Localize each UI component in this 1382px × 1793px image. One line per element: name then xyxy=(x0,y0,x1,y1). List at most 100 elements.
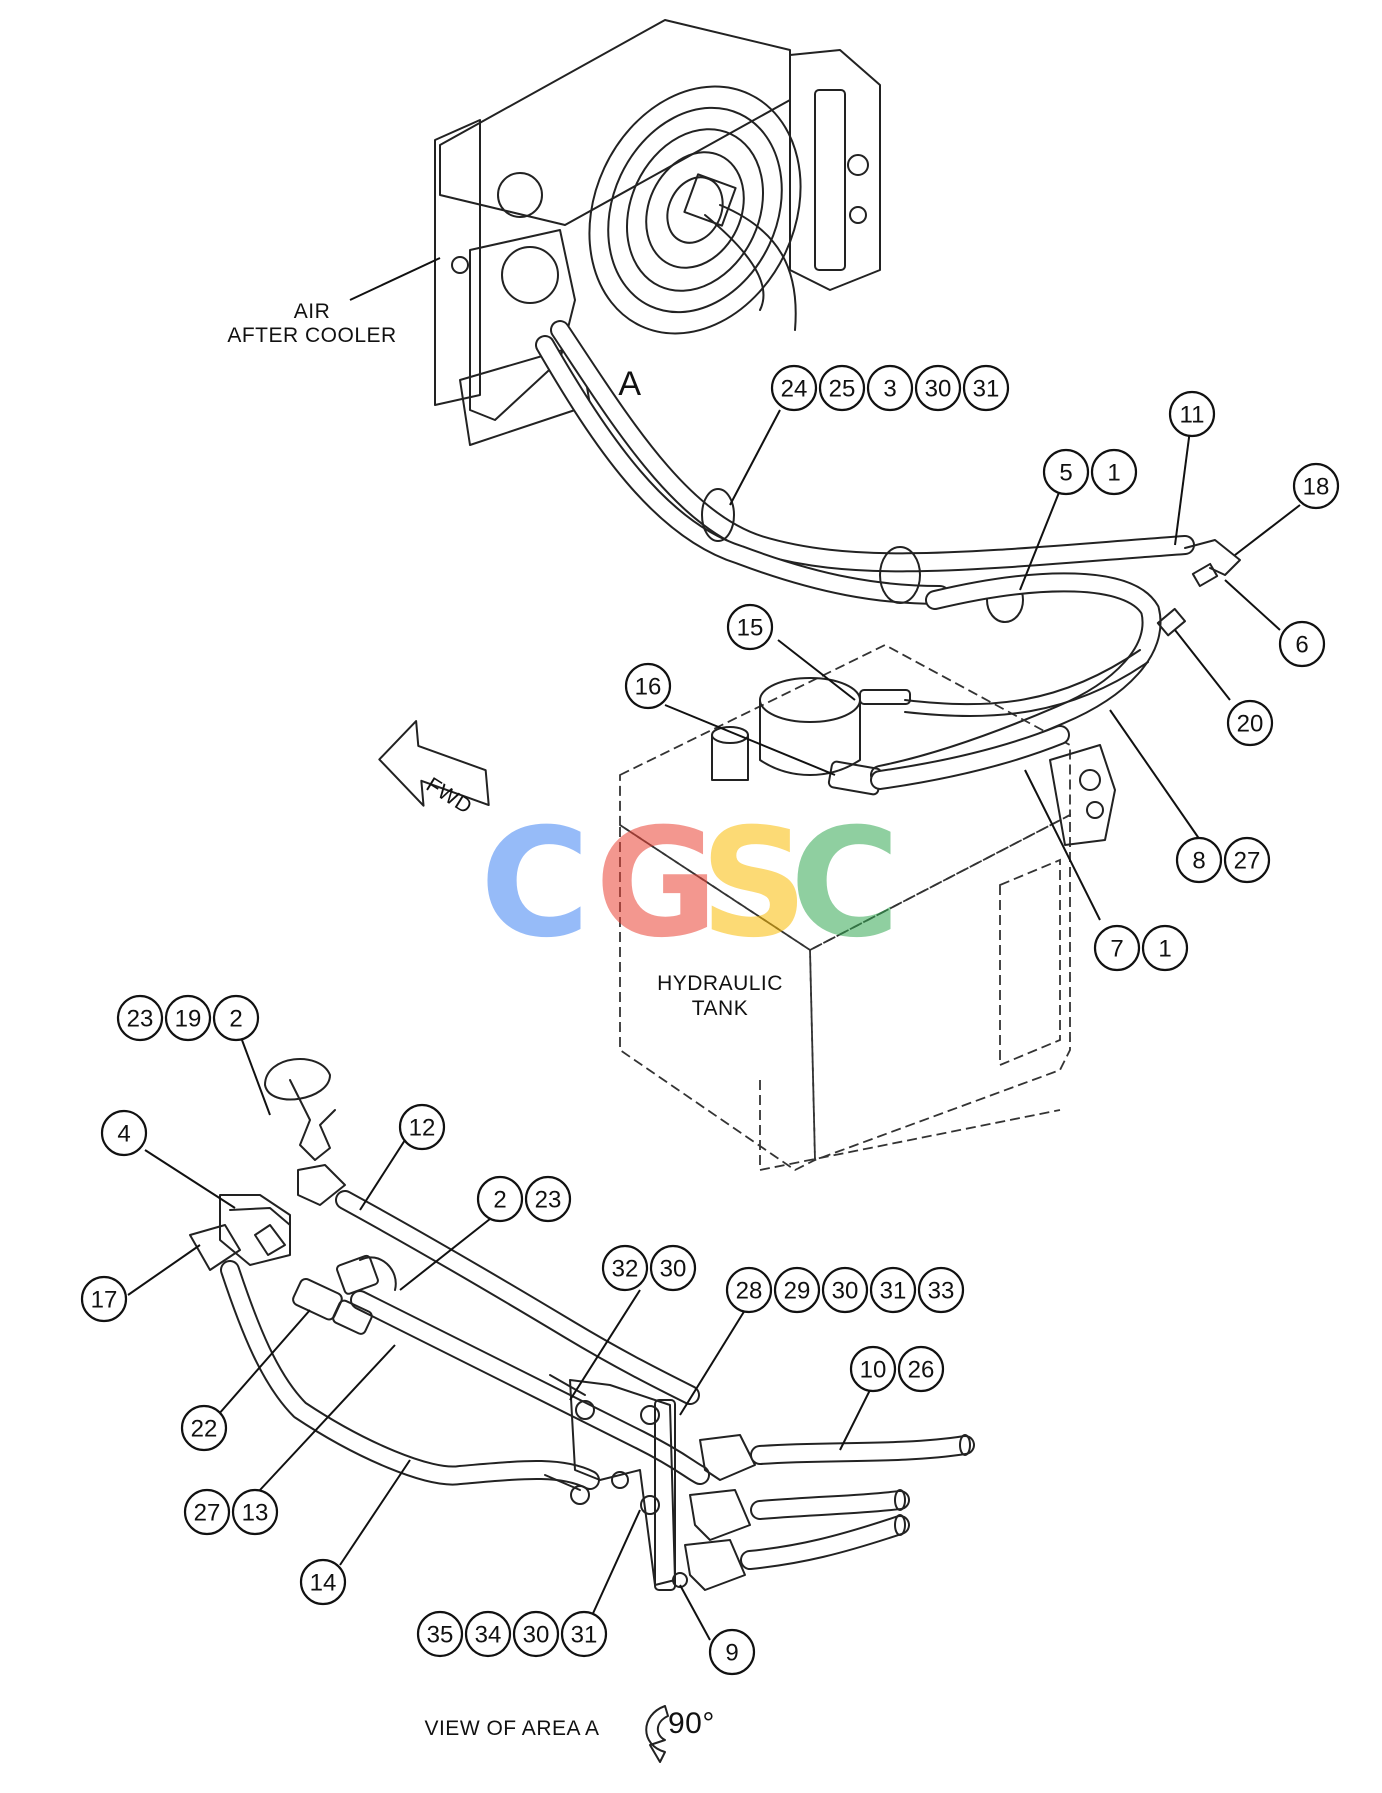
callout-number: 14 xyxy=(310,1570,337,1597)
callout-number: 31 xyxy=(571,1622,598,1649)
callout-23: 23 xyxy=(524,1175,572,1223)
callout-number: 28 xyxy=(736,1278,763,1305)
callout-31: 31 xyxy=(869,1266,917,1314)
callout-number: 3 xyxy=(883,376,896,403)
callout-30: 30 xyxy=(914,364,962,412)
callout-number: 31 xyxy=(973,376,1000,403)
callout-31: 31 xyxy=(560,1610,608,1658)
callout-14: 14 xyxy=(299,1558,347,1606)
callout-number: 17 xyxy=(91,1287,118,1314)
callout-31: 31 xyxy=(962,364,1010,412)
callout-28: 28 xyxy=(725,1266,773,1314)
callout-number: 30 xyxy=(660,1256,687,1283)
callout-2: 2 xyxy=(476,1175,524,1223)
watermark-letter: C xyxy=(790,797,900,971)
clamp-1 xyxy=(701,488,735,542)
callout-number: 34 xyxy=(475,1622,502,1649)
callout-number: 32 xyxy=(612,1256,639,1283)
callout-7: 7 xyxy=(1093,924,1141,972)
callout-15: 15 xyxy=(726,603,774,651)
rotation-arrow xyxy=(645,1705,669,1763)
hydraulic-tank-label-line2: TANK xyxy=(692,997,748,1020)
area-a-label: A xyxy=(618,365,641,403)
callout-27: 27 xyxy=(183,1488,231,1536)
callout-number: 11 xyxy=(1180,402,1205,429)
callout-number: 30 xyxy=(925,376,952,403)
cooler-hoses xyxy=(535,173,1195,605)
callout-number: 9 xyxy=(725,1640,738,1667)
callout-20: 20 xyxy=(1226,699,1274,747)
callout-16: 16 xyxy=(624,662,672,710)
callout-5: 5 xyxy=(1042,448,1090,496)
right-fittings xyxy=(870,539,1241,785)
watermark-letter: C xyxy=(480,797,590,971)
rotation-label: 90° xyxy=(668,1707,715,1740)
callout-4: 4 xyxy=(100,1109,148,1157)
callout-number: 16 xyxy=(635,674,662,701)
callout-1: 1 xyxy=(1090,448,1138,496)
callout-number: 25 xyxy=(829,376,856,403)
callout-number: 18 xyxy=(1303,474,1330,501)
callout-35: 35 xyxy=(416,1610,464,1658)
callout-19: 19 xyxy=(164,994,212,1042)
callout-23: 23 xyxy=(116,994,164,1042)
callout-27: 27 xyxy=(1223,836,1271,884)
callout-6: 6 xyxy=(1278,620,1326,668)
callout-number: 12 xyxy=(409,1115,436,1142)
callout-number: 31 xyxy=(880,1278,907,1305)
callout-8: 8 xyxy=(1175,836,1223,884)
callout-number: 24 xyxy=(781,376,808,403)
callout-number: 29 xyxy=(784,1278,811,1305)
callout-26: 26 xyxy=(897,1345,945,1393)
callout-number: 6 xyxy=(1295,632,1308,659)
callout-number: 26 xyxy=(908,1357,935,1384)
lower-assembly xyxy=(189,1058,975,1591)
fwd-arrow: FWD xyxy=(378,720,490,819)
fwd-label: FWD xyxy=(422,773,476,819)
callout-number: 8 xyxy=(1192,848,1205,875)
callout-number: 2 xyxy=(229,1006,242,1033)
callout-2: 2 xyxy=(212,994,260,1042)
leader-lines xyxy=(127,409,1301,1641)
callout-22: 22 xyxy=(180,1404,228,1452)
callout-number: 19 xyxy=(175,1006,202,1033)
callout-number: 23 xyxy=(127,1006,154,1033)
callout-30: 30 xyxy=(821,1266,869,1314)
callout-3: 3 xyxy=(866,364,914,412)
callout-1: 1 xyxy=(1141,924,1189,972)
callout-33: 33 xyxy=(917,1266,965,1314)
callout-number: 5 xyxy=(1059,460,1072,487)
watermark-letter: G xyxy=(595,797,718,971)
callout-17: 17 xyxy=(80,1275,128,1323)
clamp-2 xyxy=(879,546,921,604)
callout-number: 27 xyxy=(1234,848,1261,875)
callout-25: 25 xyxy=(818,364,866,412)
callout-30: 30 xyxy=(649,1244,697,1292)
air-after-cooler-label-line1: AIR xyxy=(294,300,331,323)
callout-number: 10 xyxy=(860,1357,887,1384)
callout-number: 1 xyxy=(1107,460,1120,487)
callout-number: 13 xyxy=(242,1500,269,1527)
callout-number: 20 xyxy=(1237,711,1264,738)
callout-number: 30 xyxy=(832,1278,859,1305)
callout-9: 9 xyxy=(708,1628,756,1676)
watermark: C G S C xyxy=(480,797,900,971)
callout-number: 7 xyxy=(1110,936,1123,963)
callout-number: 15 xyxy=(737,615,764,642)
callout-18: 18 xyxy=(1292,462,1340,510)
callout-number: 4 xyxy=(117,1121,130,1148)
view-of-area-a-label: VIEW OF AREA A xyxy=(424,1717,599,1740)
callout-number: 2 xyxy=(493,1187,506,1214)
callout-number: 22 xyxy=(191,1416,218,1443)
callout-32: 32 xyxy=(601,1244,649,1292)
callout-29: 29 xyxy=(773,1266,821,1314)
watermark-letter: S xyxy=(700,797,808,971)
callout-number: 1 xyxy=(1158,936,1171,963)
hydraulic-tank-label-line1: HYDRAULIC xyxy=(657,972,783,995)
callout-12: 12 xyxy=(398,1103,446,1151)
callout-number: 23 xyxy=(535,1187,562,1214)
callout-number: 27 xyxy=(194,1500,221,1527)
callout-30: 30 xyxy=(512,1610,560,1658)
